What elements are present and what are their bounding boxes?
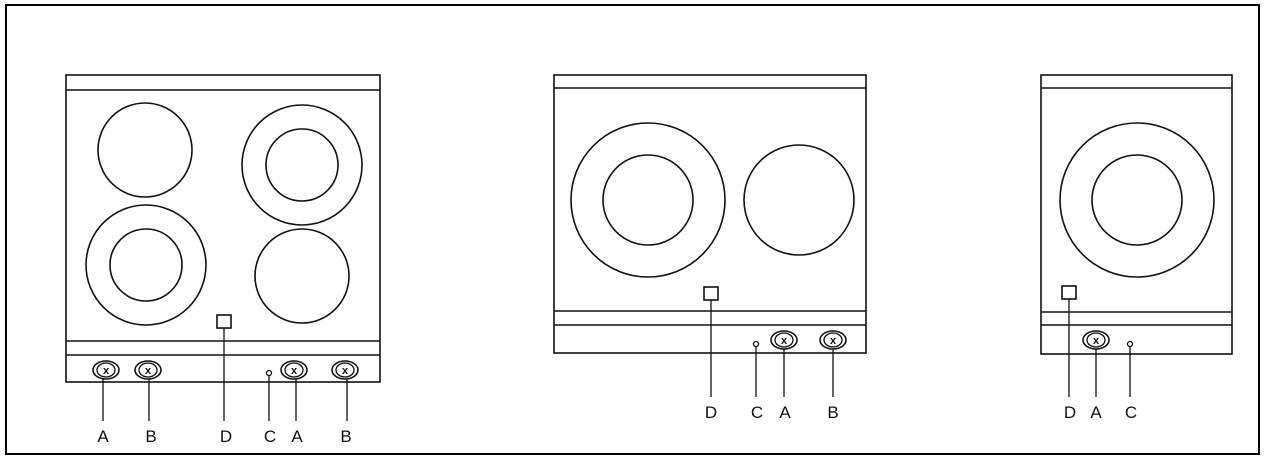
label-knob: B xyxy=(340,427,351,446)
knob-mark: x xyxy=(145,365,152,377)
cooking-zone-outer xyxy=(1059,122,1215,278)
knob-mark: x xyxy=(342,365,349,377)
label-knob: B xyxy=(827,403,838,422)
label-knob: A xyxy=(97,427,109,446)
hob-outline xyxy=(65,74,381,383)
knob-mark: x xyxy=(830,335,837,347)
label-display: D xyxy=(705,403,717,422)
control-knob[interactable]: x xyxy=(92,360,120,380)
label-indicator: C xyxy=(1125,403,1137,422)
hob-outline xyxy=(553,74,867,354)
label-knob: B xyxy=(145,427,156,446)
display-square xyxy=(1061,285,1077,300)
knob-mark: x xyxy=(1093,335,1100,347)
cooking-zone-left-inner xyxy=(602,154,694,246)
cooking-zone-inner xyxy=(1091,154,1183,246)
four-zone-hob: x x x x A B D C A B xyxy=(65,74,381,446)
display-square xyxy=(216,314,232,329)
indicator-light xyxy=(752,340,760,348)
cooking-zone-left-outer xyxy=(570,122,726,278)
indicator-light xyxy=(265,369,273,377)
knob-mark: x xyxy=(291,365,298,377)
knob-mark: x xyxy=(781,335,788,347)
control-knob[interactable]: x xyxy=(1082,330,1110,350)
display-square xyxy=(703,286,719,301)
hob-outline xyxy=(1040,74,1233,355)
label-knob: A xyxy=(779,403,791,422)
control-knob[interactable]: x xyxy=(331,360,359,380)
cooking-zone-front-left-outer xyxy=(85,204,207,326)
cooking-zone-rear-right-outer xyxy=(241,104,363,226)
label-display: D xyxy=(220,427,232,446)
control-knob[interactable]: x xyxy=(280,360,308,380)
indicator-light xyxy=(1126,340,1134,348)
cooking-zone-right xyxy=(743,144,855,256)
label-knob: A xyxy=(1090,403,1102,422)
label-knob: A xyxy=(291,427,303,446)
two-zone-hob: x x D C A B xyxy=(553,74,867,422)
cooking-zone-front-left-inner xyxy=(109,228,183,302)
label-indicator: C xyxy=(264,427,276,446)
single-zone-hob: x D A C xyxy=(1040,74,1233,422)
label-indicator: C xyxy=(751,403,763,422)
cooking-zone-rear-left xyxy=(97,102,193,198)
control-knob[interactable]: x xyxy=(770,330,798,350)
outer-frame xyxy=(5,4,1260,455)
cooking-zone-rear-right-inner xyxy=(265,128,339,202)
control-knob[interactable]: x xyxy=(819,330,847,350)
label-display: D xyxy=(1064,403,1076,422)
control-knob[interactable]: x xyxy=(134,360,162,380)
cooking-zone-front-right xyxy=(254,228,350,324)
knob-mark: x xyxy=(103,365,110,377)
